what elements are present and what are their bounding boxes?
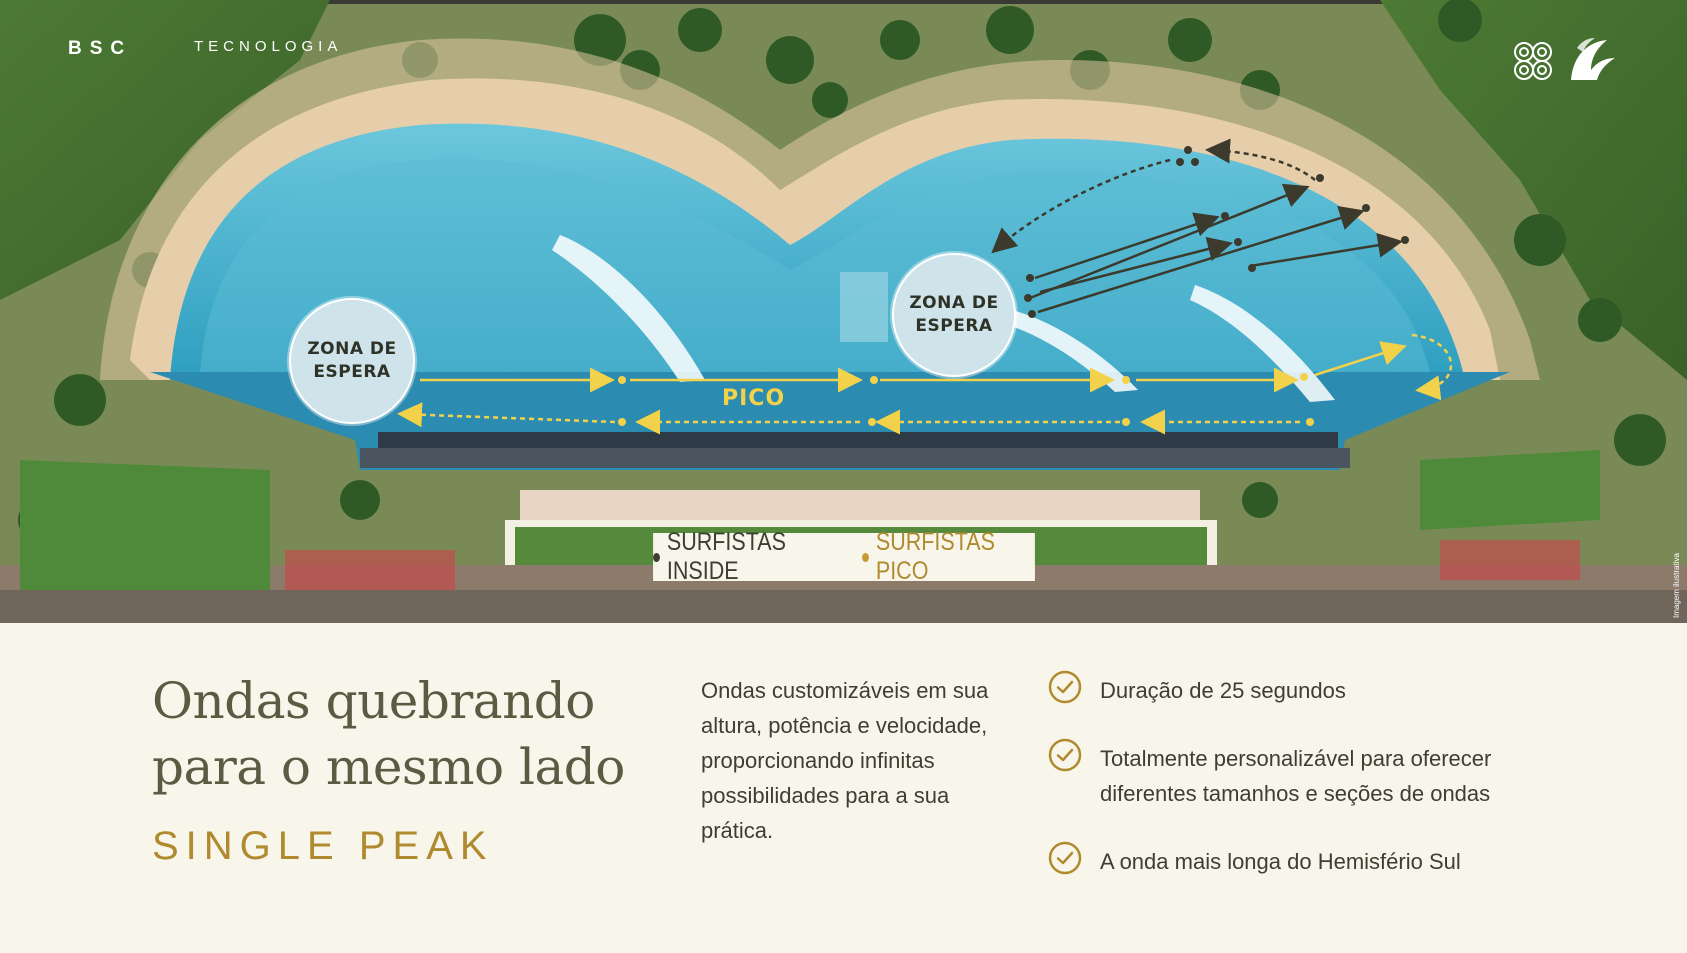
legend: SURFISTAS INSIDE SURFISTAS PICO [653, 528, 1035, 585]
description-text: Ondas customizáveis em sua altura, potên… [701, 678, 989, 843]
peak-label: PICO [722, 386, 786, 411]
legend-inside-surfers: SURFISTAS INSIDE [653, 528, 843, 586]
waiting-zone-left-line1: ZONA DE [307, 339, 397, 360]
feature-item: A onda mais longa do Hemisfério Sul [1048, 841, 1508, 879]
legend-peak-label: SURFISTAS PICO [875, 528, 995, 585]
legend-peak-dot [862, 552, 869, 562]
waiting-zone-left: ZONA DE ESPERA [289, 298, 415, 424]
spiral-logo-icon [1514, 42, 1552, 80]
legend-inside-label: SURFISTAS INSIDE [666, 528, 786, 585]
page-title-line1: Ondas quebrando [152, 672, 595, 730]
waiting-zone-right-line1: ZONA DE [909, 293, 999, 314]
aerial-surf-park-image: BSC TECNOLOGIA ZONA DE ESPERA ZONA DE ES… [0, 0, 1687, 623]
legend-inside-dot [653, 552, 661, 562]
waiting-zone-right-line2: ESPERA [915, 316, 993, 336]
surf-pool-illustration [0, 0, 1687, 623]
waiting-zone-left-line2: ESPERA [313, 362, 391, 382]
legend-peak-surfers: SURFISTAS PICO [862, 528, 1035, 586]
image-caption: Imagem ilustrativa [1672, 553, 1681, 618]
feature-text: Duração de 25 segundos [1100, 678, 1346, 703]
check-circle-icon [1048, 670, 1082, 704]
check-circle-icon [1048, 738, 1082, 772]
check-circle-icon [1048, 841, 1082, 875]
feature-text: A onda mais longa do Hemisfério Sul [1100, 849, 1461, 874]
wave-logo-icon [1571, 38, 1615, 80]
section-label: TECNOLOGIA [194, 38, 343, 55]
page-title: Ondas quebrando para o mesmo lado [152, 668, 672, 800]
waiting-zone-right: ZONA DE ESPERA [892, 253, 1016, 377]
page-subtitle: SINGLE PEAK [152, 824, 494, 868]
feature-item: Duração de 25 segundos [1048, 670, 1508, 708]
feature-list: Duração de 25 segundos Totalmente person… [1048, 670, 1508, 912]
feature-text: Totalmente personalizável para oferecer … [1100, 746, 1492, 806]
brand-logo: BSC [68, 38, 133, 59]
feature-item: Totalmente personalizável para oferecer … [1048, 738, 1508, 811]
page-title-line2: para o mesmo lado [152, 738, 625, 796]
